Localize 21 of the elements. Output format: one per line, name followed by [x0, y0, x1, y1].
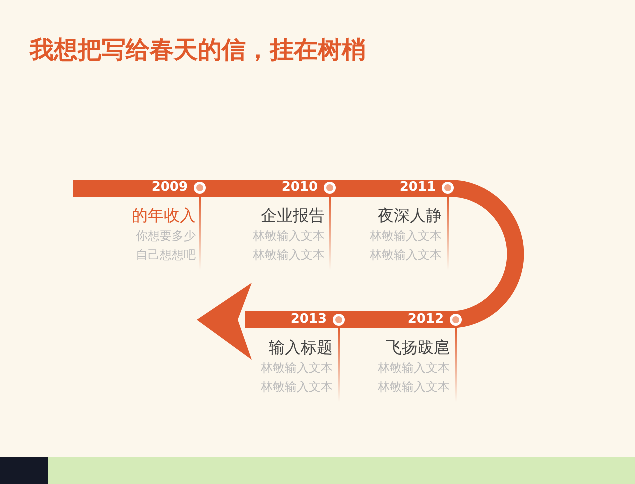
milestone-text: 林敏输入文本 — [377, 360, 450, 377]
milestone-heading: 夜深人静 — [377, 205, 442, 227]
milestone-text: 林敏输入文本 — [369, 228, 442, 245]
milestone-text: 自己想想吧 — [135, 247, 196, 264]
milestone-heading: 飞扬跋扈 — [385, 337, 450, 359]
milestone-text: 林敏输入文本 — [252, 228, 325, 245]
milestone-heading: 企业报告 — [260, 205, 325, 227]
year-label: 2009 — [152, 181, 188, 195]
milestone-text: 你想要多少 — [135, 228, 196, 245]
milestone-text: 林敏输入文本 — [369, 247, 442, 264]
milestone-heading: 输入标题 — [268, 337, 333, 359]
year-label: 2013 — [290, 313, 327, 327]
milestone-text: 林敏输入文本 — [252, 247, 325, 264]
year-label: 2011 — [400, 181, 436, 195]
year-label: 2010 — [282, 181, 318, 195]
title: 我想把写给春天的信，挂在树梢 — [30, 35, 366, 66]
year-label: 2012 — [408, 313, 444, 327]
milestone-text: 林敏输入文本 — [260, 379, 333, 396]
milestone-text: 林敏输入文本 — [260, 360, 333, 377]
milestone-text: 林敏输入文本 — [377, 379, 450, 396]
milestone-heading: 的年收入 — [131, 205, 196, 227]
